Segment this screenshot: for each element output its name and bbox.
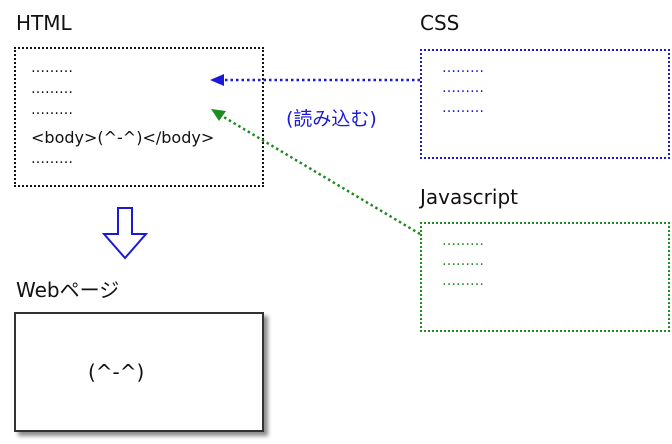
css-title: CSS: [420, 11, 460, 35]
html-line: ………: [31, 102, 73, 118]
html-line: ………: [31, 60, 73, 76]
html-title: HTML: [16, 11, 72, 35]
js-to-html-arrow: [211, 109, 421, 236]
js-title: Javascript: [420, 185, 518, 209]
css-line: ………: [442, 80, 484, 96]
load-label: (読み込む): [286, 108, 377, 130]
js-line: ………: [442, 253, 484, 269]
webpage-title: Webページ: [16, 278, 120, 302]
css-line: ………: [442, 60, 484, 76]
css-line: ………: [442, 100, 484, 116]
html-line: ………: [31, 81, 73, 97]
js-box: ……… ……… ………: [420, 222, 670, 332]
js-line: ………: [442, 273, 484, 289]
down-arrow-icon: [101, 207, 149, 260]
css-box: ……… ……… ………: [420, 49, 670, 159]
css-to-html-arrow: [210, 74, 420, 86]
html-body-line: <body>(^-^)</body>: [31, 128, 215, 147]
html-box: ……… ……… ……… <body>(^-^)</body> ………: [14, 47, 264, 187]
html-line: ………: [31, 151, 73, 167]
js-line: ………: [442, 233, 484, 249]
webpage-content: (^-^): [88, 360, 145, 384]
webpage-box: (^-^): [14, 312, 264, 432]
